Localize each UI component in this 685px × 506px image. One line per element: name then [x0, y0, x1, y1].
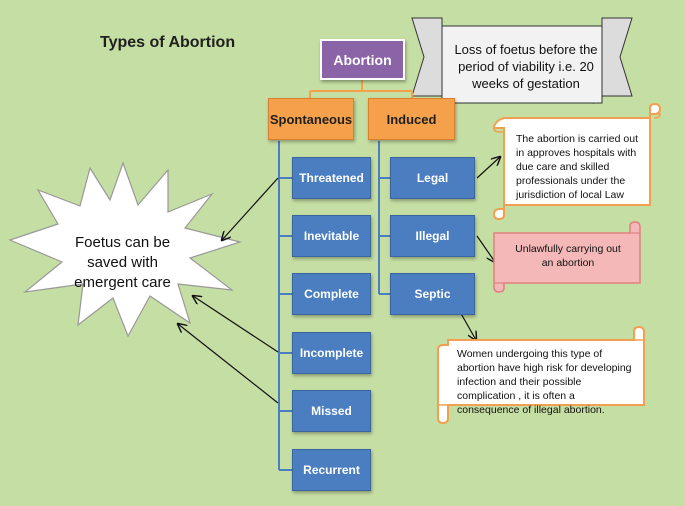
root-connectors	[309, 80, 413, 98]
illegal-note-text: Unlawfully carrying out an abortion	[515, 243, 621, 269]
branch-connectors	[278, 141, 390, 471]
illegal-node: Illegal	[390, 215, 475, 257]
incomplete-node: Incomplete	[292, 332, 371, 374]
missed-node: Missed	[292, 390, 371, 432]
illegal-note-scroll	[493, 221, 641, 293]
pointer-arrows	[178, 157, 500, 404]
septic-node: Septic	[390, 273, 475, 315]
starburst-shape	[8, 161, 243, 338]
induced-node: Induced	[368, 98, 455, 140]
diagram-title: Types of Abortion	[100, 34, 236, 51]
star-note-text: Foetus can be saved with emergent care	[74, 234, 171, 291]
legal-note-scroll	[492, 102, 662, 221]
threatened-node: Threatened	[292, 157, 371, 199]
definition-banner	[411, 17, 633, 105]
legal-note-text: The abortion is carried out in approves …	[516, 133, 638, 201]
definition-text: Loss of foetus before the period of viab…	[454, 41, 598, 91]
spontaneous-node: Spontaneous	[268, 98, 354, 140]
septic-note-scroll	[437, 325, 645, 425]
legal-node: Legal	[390, 157, 475, 199]
recurrent-node: Recurrent	[292, 449, 371, 491]
inevitable-node: Inevitable	[292, 215, 371, 257]
complete-node: Complete	[292, 273, 371, 315]
septic-note-text: Women undergoing this type of abortion h…	[457, 348, 632, 416]
abortion-root-node: Abortion	[320, 39, 405, 80]
